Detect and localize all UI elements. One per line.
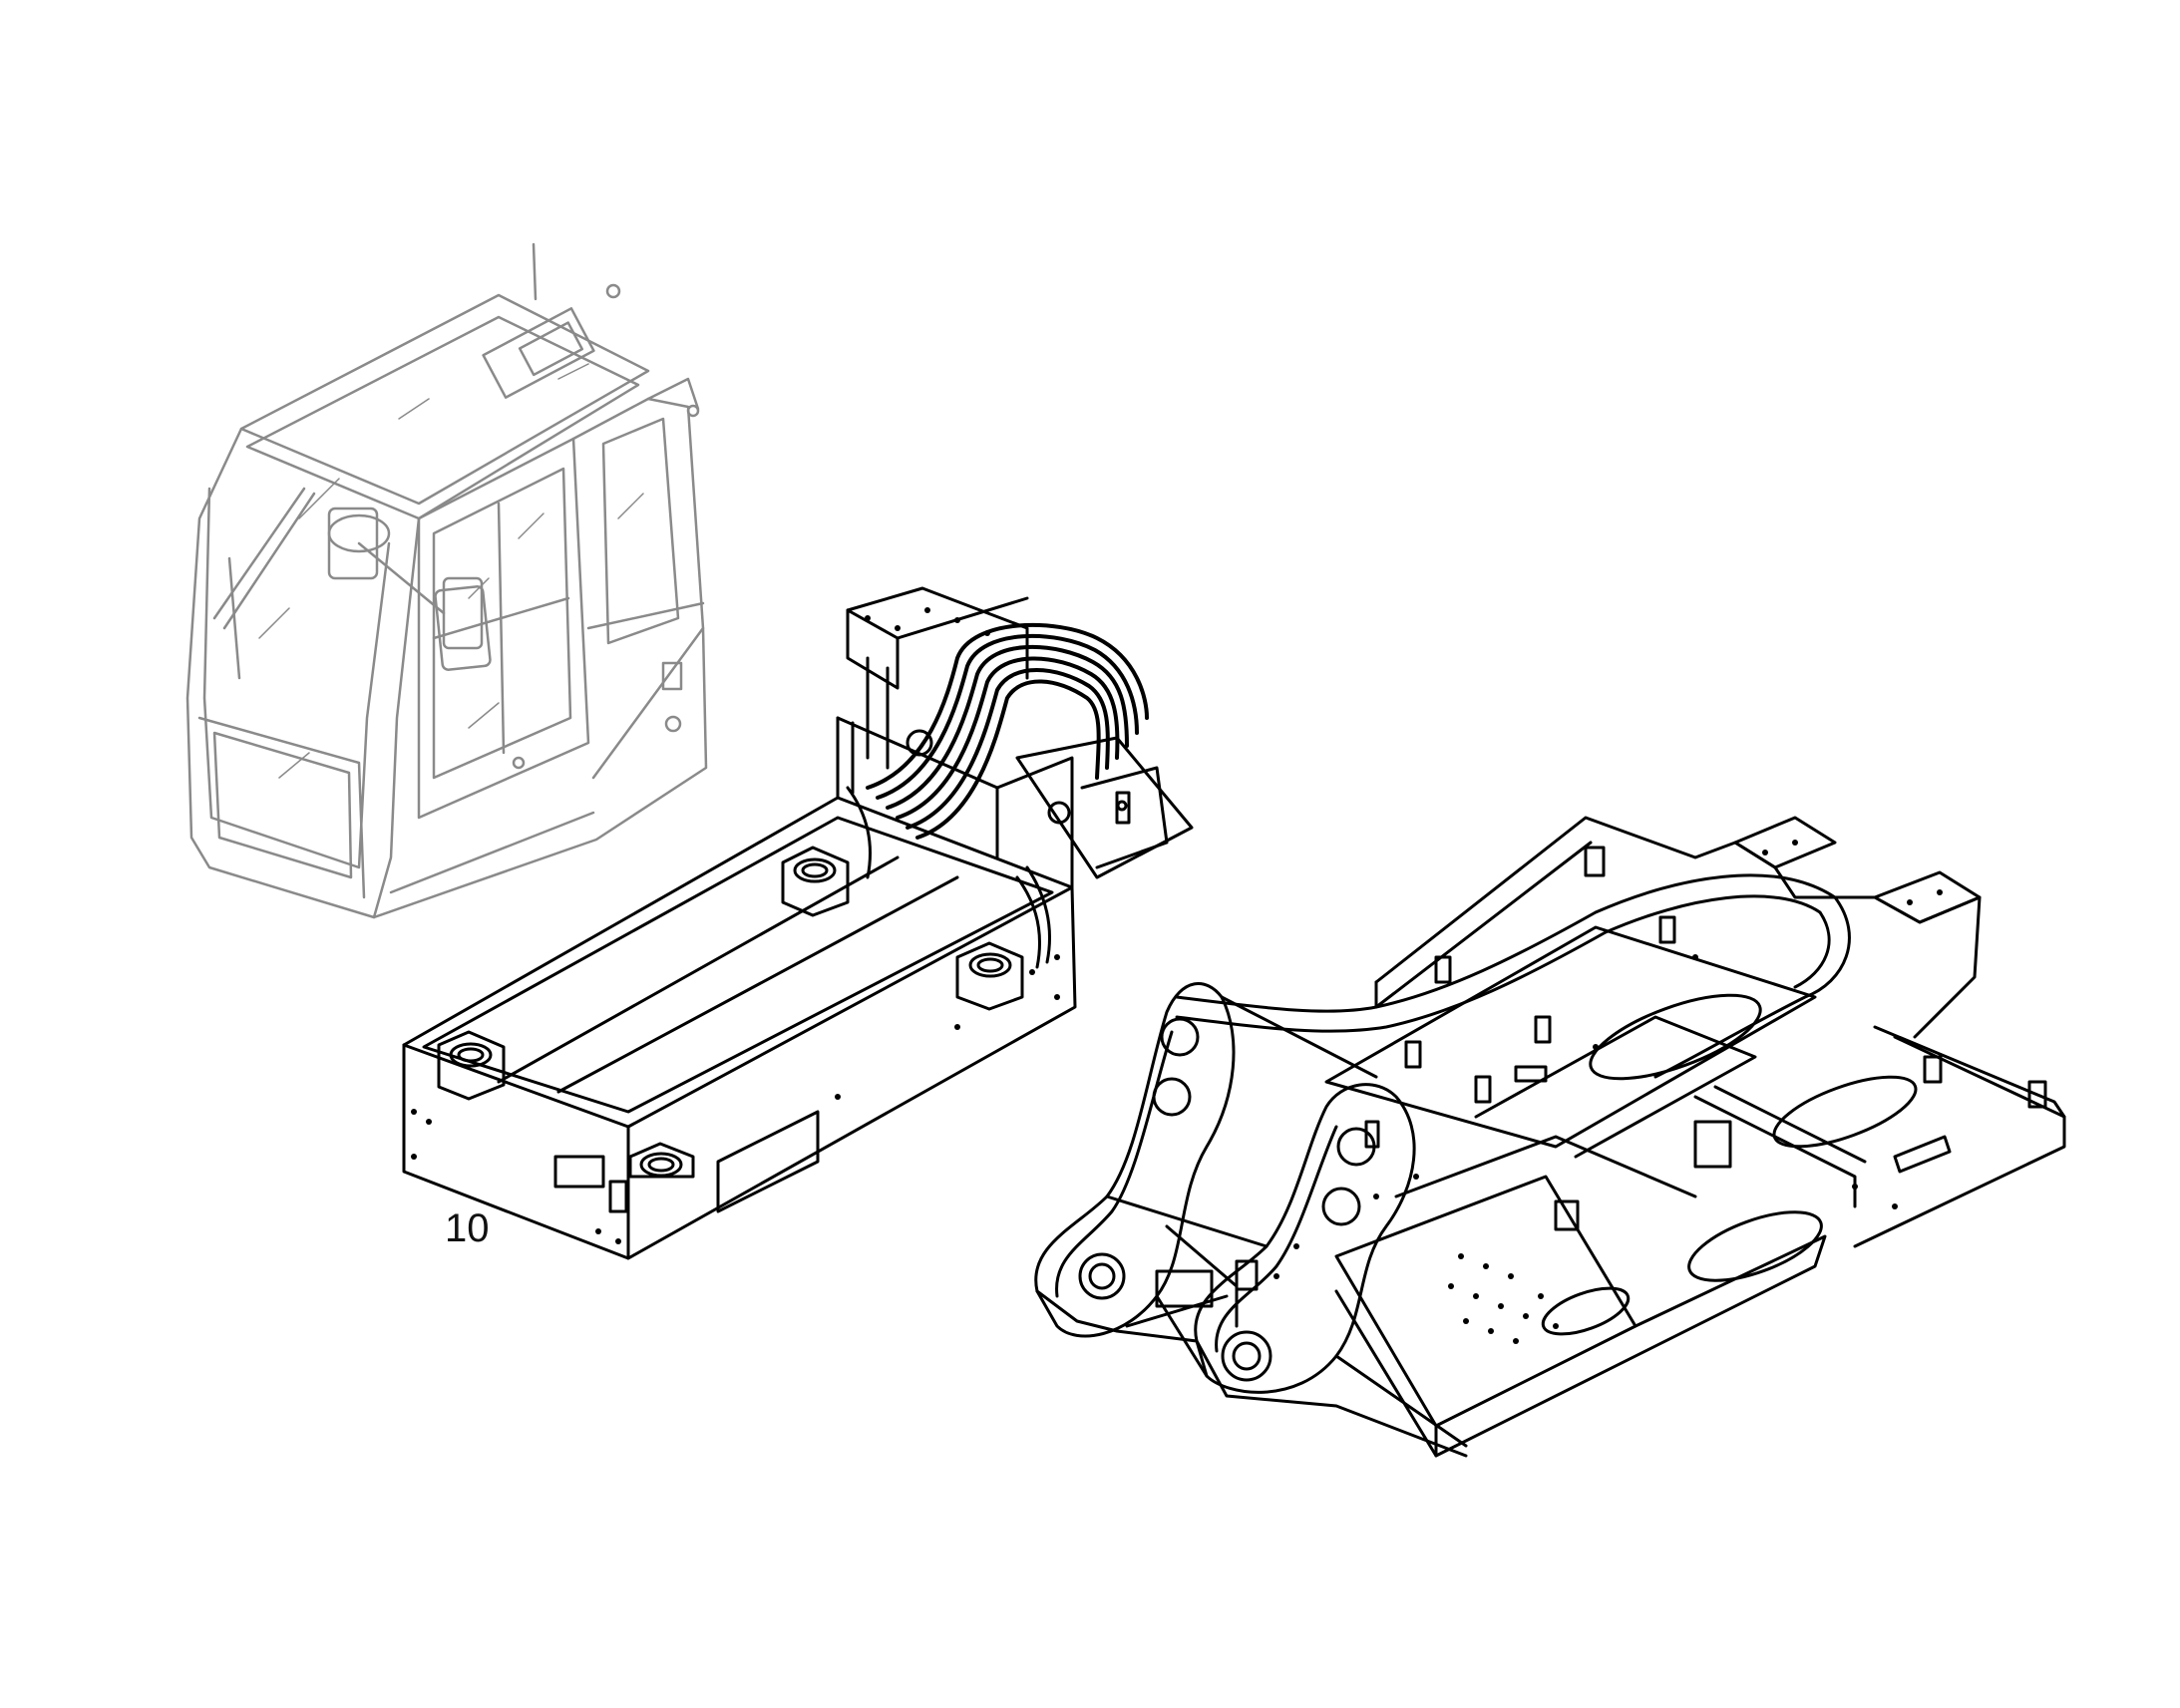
operator-cab (185, 242, 708, 919)
callout-label-10: 10 (445, 1206, 490, 1250)
upper-carriage-frame (1034, 816, 2066, 1458)
hose-bundle (866, 622, 1149, 840)
counterweight-frame (402, 586, 1194, 1260)
